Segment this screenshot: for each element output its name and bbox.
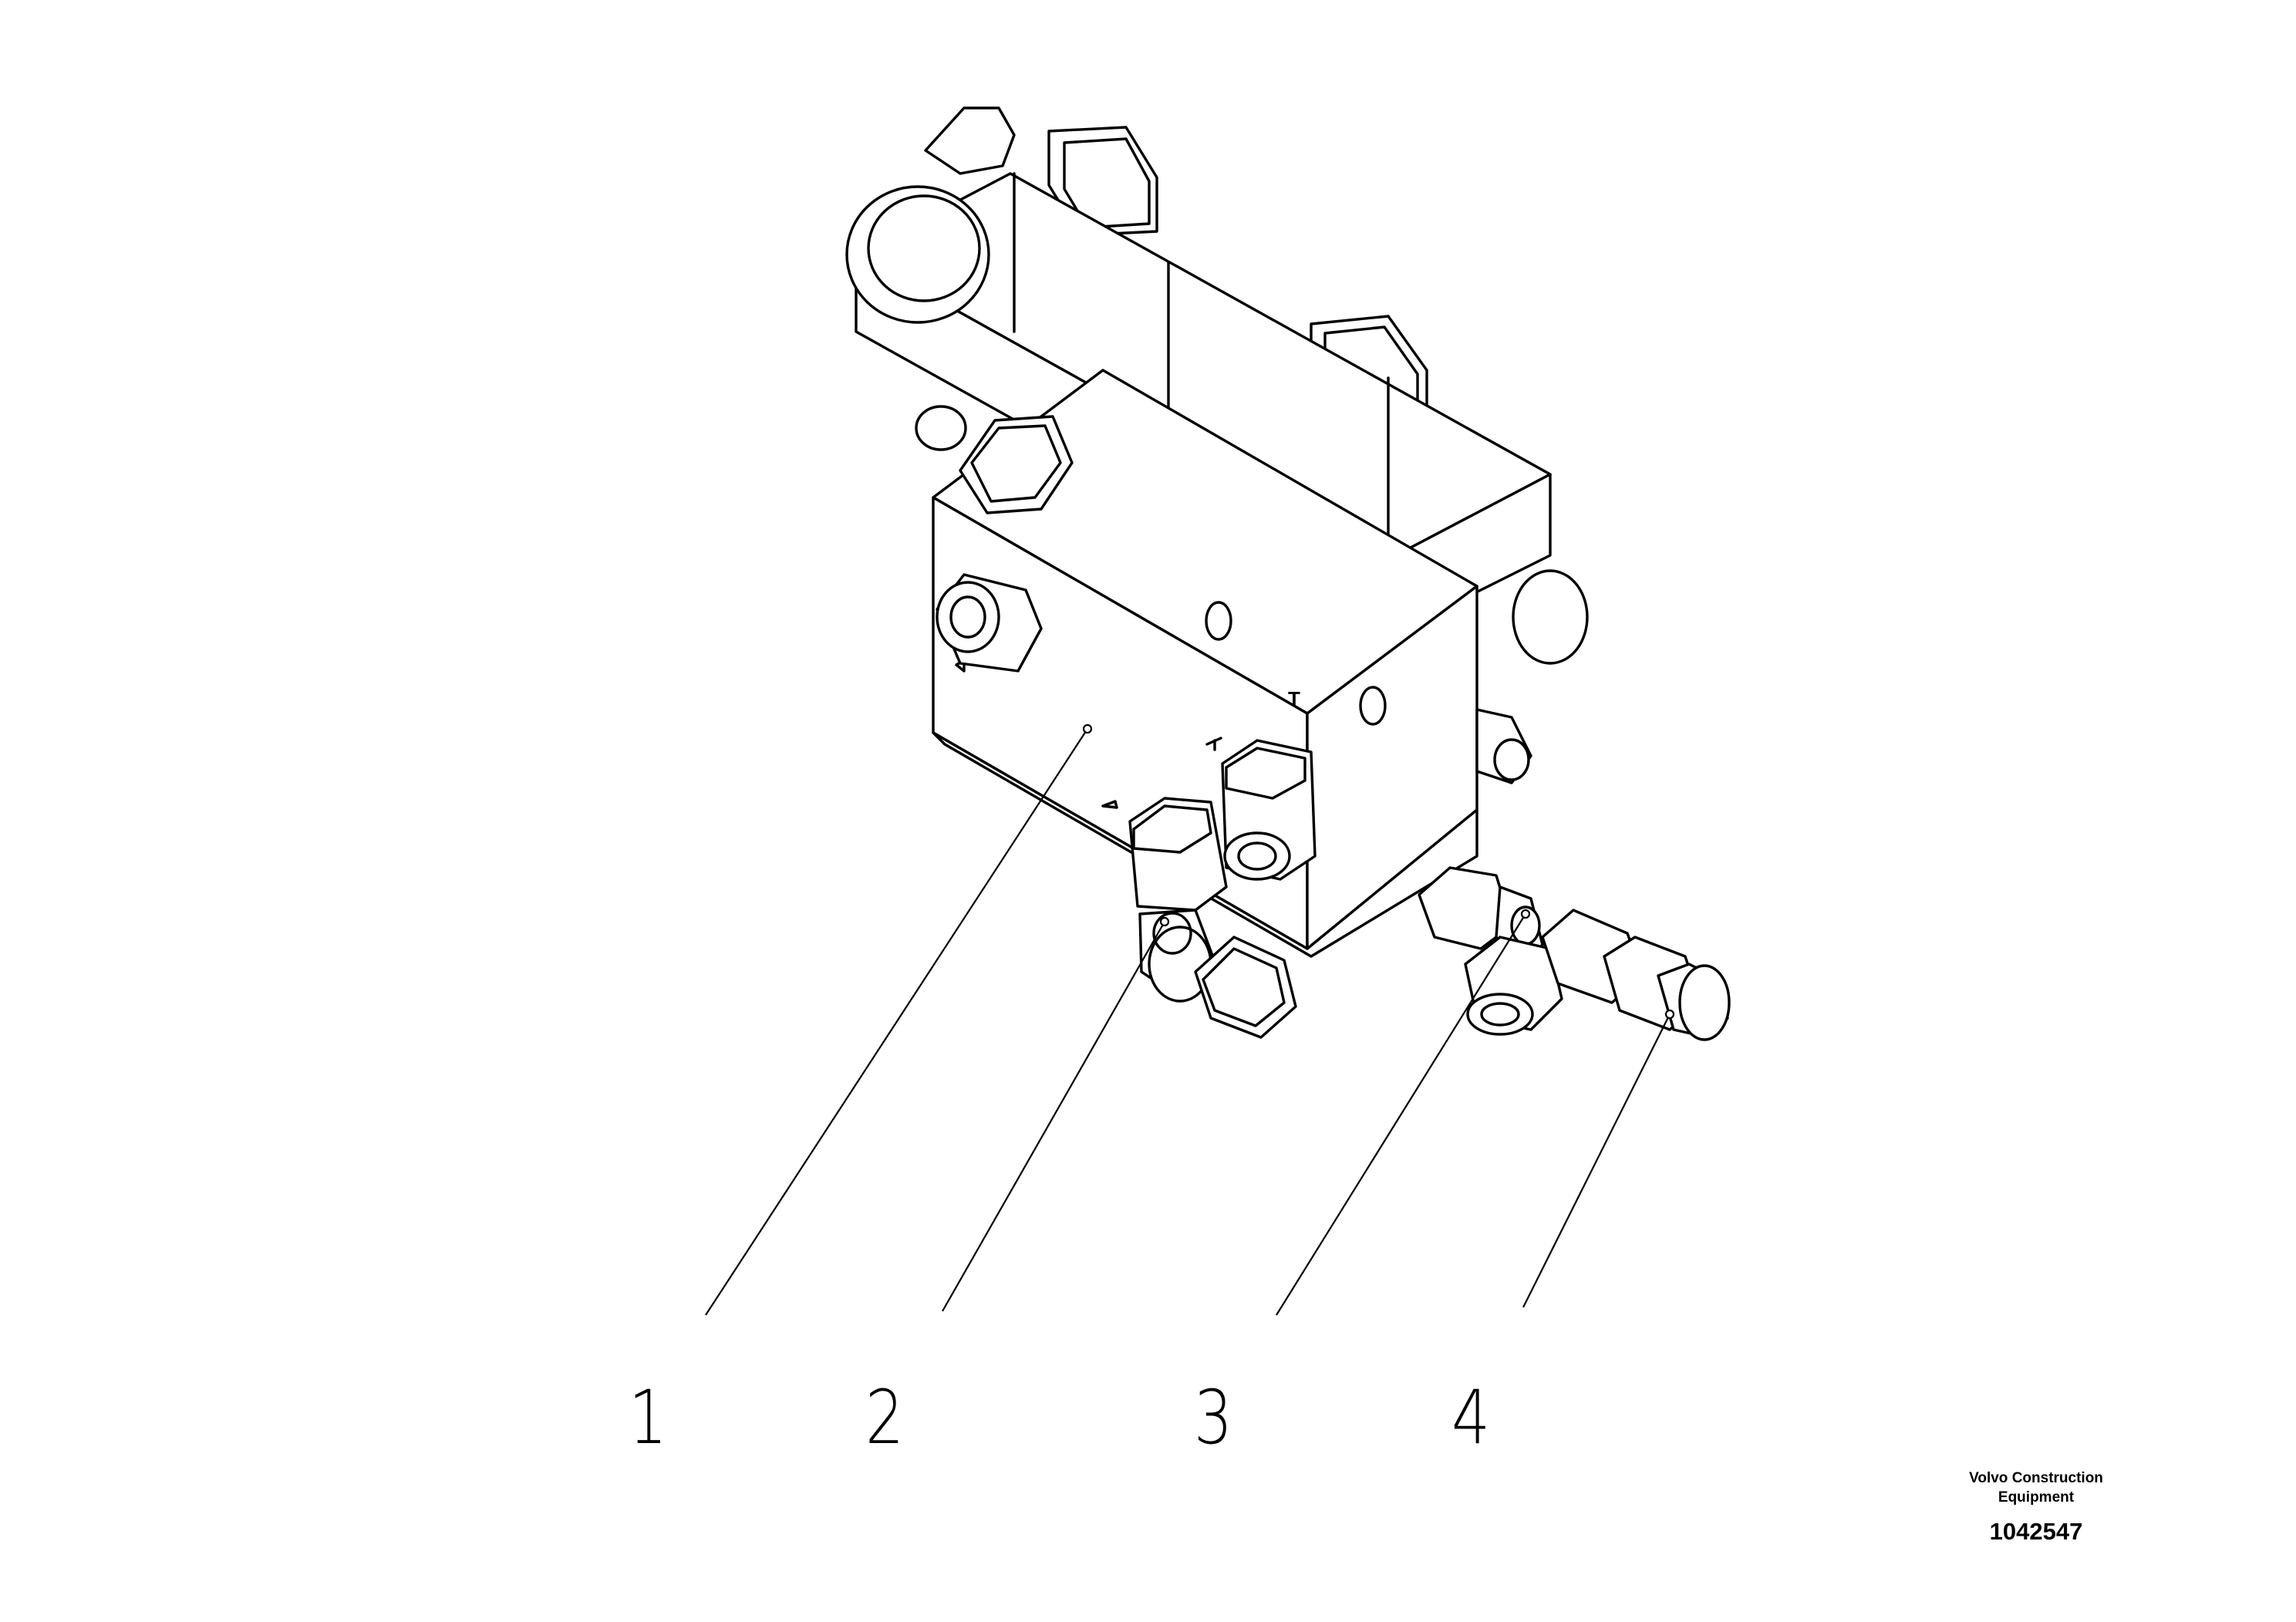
tee-fitting — [1418, 866, 1563, 1036]
callout-2: 2 — [865, 1374, 905, 1461]
leader-line-3 — [1276, 913, 1526, 1316]
document-number: 1042547 — [1989, 1518, 2083, 1545]
leader-lines — [705, 723, 1675, 1316]
leader-dot-3 — [1520, 909, 1531, 919]
port-mark-t: T — [1288, 687, 1300, 710]
fitting-right-side — [1475, 708, 1532, 784]
callout-3: 3 — [1194, 1374, 1233, 1461]
leader-dot-1 — [1082, 723, 1093, 734]
callout-4: 4 — [1451, 1374, 1491, 1461]
leader-line-4 — [1522, 1013, 1671, 1308]
leader-line-1 — [705, 728, 1088, 1316]
plug-fitting — [1541, 909, 1731, 1041]
elbow-fitting — [1128, 797, 1297, 1039]
callout-1: 1 — [629, 1374, 668, 1461]
fitting-upper-left — [915, 405, 1074, 514]
leader-dot-2 — [1159, 916, 1170, 927]
brand-line-2: Equipment — [1998, 1489, 2075, 1506]
leader-dot-4 — [1664, 1009, 1675, 1020]
fitting-front-center — [1221, 739, 1317, 881]
fitting-mid-left — [936, 573, 1043, 673]
leader-line-2 — [942, 921, 1165, 1312]
brand-line-1: Volvo Construction — [1969, 1470, 2103, 1486]
